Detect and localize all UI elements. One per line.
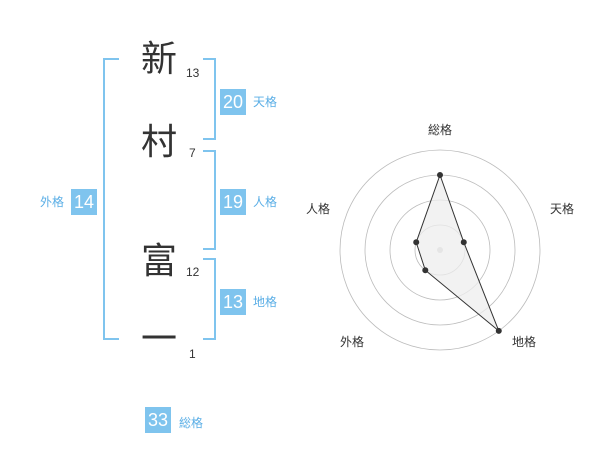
radar-axis-label-chikaku: 地格: [512, 334, 536, 349]
tenkaku-bracket: [203, 58, 216, 140]
name-char-4: 一: [141, 319, 178, 360]
stroke-count-2: 7: [189, 146, 196, 160]
name-char-2: 村: [141, 122, 178, 163]
radar-point-4: [413, 239, 420, 246]
tenkaku-badge: 20: [220, 89, 247, 115]
name-char-1: 新: [141, 39, 178, 80]
stroke-count-3: 12: [186, 265, 200, 279]
stroke-count-1: 13: [186, 66, 200, 80]
radar-points: [413, 172, 502, 334]
chikaku-label: 地格: [253, 295, 278, 309]
chikaku-bracket: [203, 258, 216, 340]
chikaku-badge: 13: [220, 289, 247, 315]
radar-point-1: [460, 239, 467, 246]
radar-ring-4: [339, 149, 541, 351]
gaikaku-label: 外格: [40, 195, 65, 209]
jinkaku-label: 人格: [253, 195, 278, 209]
radar-polygon-group: [415, 173, 500, 332]
radar-point-0: [437, 172, 443, 178]
stroke-count-4: 1: [189, 347, 196, 361]
radar-point-3: [422, 267, 429, 274]
gaikaku-badge: 14: [71, 189, 98, 215]
jinkaku-bracket: [203, 150, 216, 250]
name-char-3: 富: [141, 241, 178, 282]
soukaku-label: 総格: [179, 416, 204, 430]
gaikaku-bracket: [103, 58, 119, 340]
soukaku-badge: 33: [145, 407, 172, 433]
radar-axis-label-soukaku: 総格: [428, 122, 452, 137]
jinkaku-badge: 19: [220, 189, 247, 215]
radar-axis-label-gaikaku: 外格: [340, 334, 364, 349]
tenkaku-label: 天格: [253, 95, 278, 109]
radar-polygon: [415, 173, 500, 332]
radar-axis-label-jinkaku: 人格: [306, 201, 330, 216]
radar-axis-label-tenkaku: 天格: [550, 201, 574, 216]
radar-point-2: [495, 327, 502, 334]
